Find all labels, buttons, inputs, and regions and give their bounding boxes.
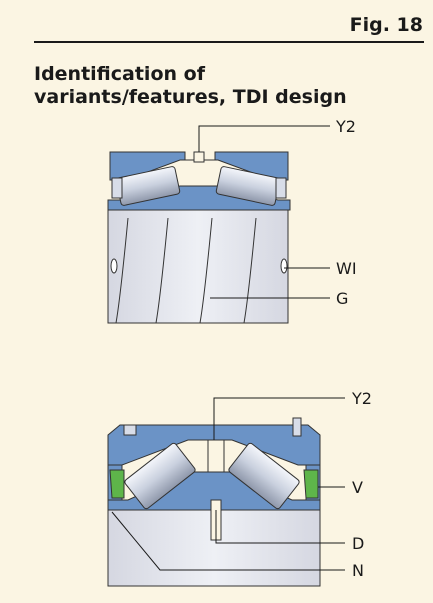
upper-grooves xyxy=(115,217,257,324)
lower-notch xyxy=(123,424,137,436)
upper-callout-y2: Y2 xyxy=(335,117,356,136)
lower-outer-ring xyxy=(107,424,321,466)
lower-stud xyxy=(292,417,302,437)
upper-cage-right xyxy=(275,177,287,199)
lower-seal-right xyxy=(303,469,319,499)
lower-roller-left xyxy=(124,442,196,510)
lower-roller-right xyxy=(228,442,300,510)
figure-label: Fig. 18 xyxy=(349,14,423,36)
lower-seal-left xyxy=(109,469,125,499)
lower-bearing: Y2 V D N xyxy=(107,389,372,587)
lower-callout-y2: Y2 xyxy=(351,389,372,408)
upper-lube-hole-left xyxy=(110,258,118,274)
upper-callout-g: G xyxy=(336,289,348,308)
header-rule xyxy=(34,41,424,43)
upper-callout-lines xyxy=(198,125,330,299)
figure-title: Identification of variants/features, TDI… xyxy=(34,63,347,108)
lower-callout-v: V xyxy=(352,478,363,497)
upper-bore xyxy=(107,209,289,324)
lower-center-spacer xyxy=(207,439,225,473)
upper-bearing: Y2 WI G xyxy=(107,117,357,324)
upper-callout-wi: WI xyxy=(336,259,357,278)
upper-cage-left xyxy=(111,177,123,199)
upper-center-groove xyxy=(193,151,205,163)
lower-callout-lines xyxy=(111,397,345,571)
upper-lube-hole-right xyxy=(280,258,288,274)
lower-callout-d: D xyxy=(352,534,364,553)
lower-callout-n: N xyxy=(352,561,364,580)
